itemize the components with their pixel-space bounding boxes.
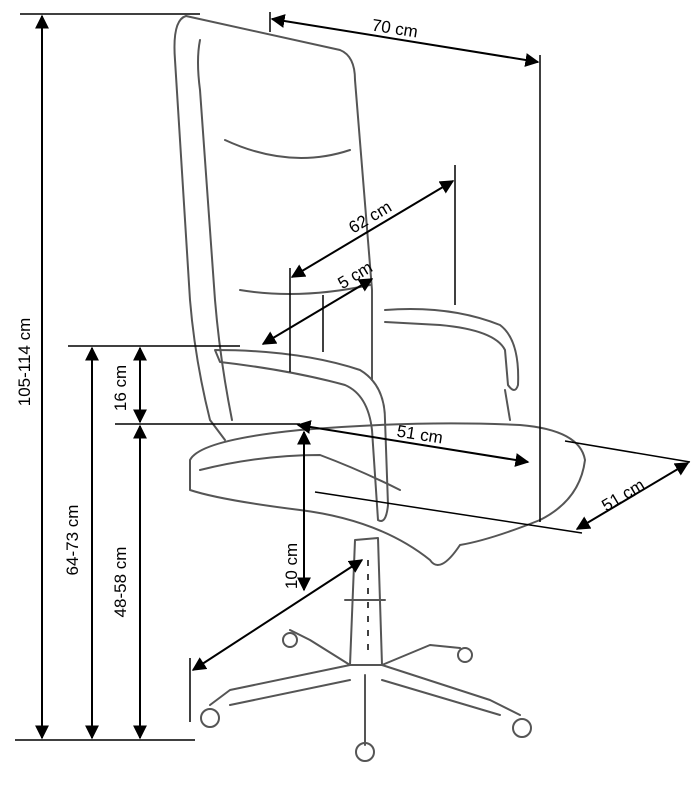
seat-thickness-label: 10 cm	[282, 543, 301, 589]
backrest	[173, 15, 373, 441]
backrest-thickness-arrow	[261, 278, 374, 345]
armrest-above-seat-label: 16 cm	[111, 365, 130, 411]
seat-height-label: 48-58 cm	[111, 547, 130, 618]
caster	[355, 742, 375, 762]
seat-depth-label: 51 cm	[396, 422, 445, 448]
base-diameter-arrow	[191, 559, 364, 671]
seat-width-label: 51 cm	[598, 475, 647, 515]
seat-cushion-line	[199, 454, 401, 491]
seat-depth-arrow	[296, 420, 530, 467]
total-height-label: 105-114 cm	[15, 318, 34, 407]
total-width-label: 70 cm	[371, 16, 420, 42]
right-armrest	[384, 308, 520, 391]
dimension-arrows	[35, 14, 690, 740]
caster	[512, 718, 532, 738]
base-star	[209, 629, 521, 746]
armrest-height-label: 64-73 cm	[63, 505, 82, 576]
backrest-width-arrow	[290, 180, 455, 278]
seat-width-arrow	[575, 462, 690, 530]
total-width-arrow	[270, 14, 540, 67]
caster	[282, 632, 298, 648]
right-armrest-post	[504, 389, 511, 421]
caster	[200, 708, 220, 728]
gas-lift	[344, 537, 386, 666]
caster	[457, 647, 473, 663]
left-armrest	[214, 349, 389, 522]
chair-outline	[173, 15, 586, 762]
